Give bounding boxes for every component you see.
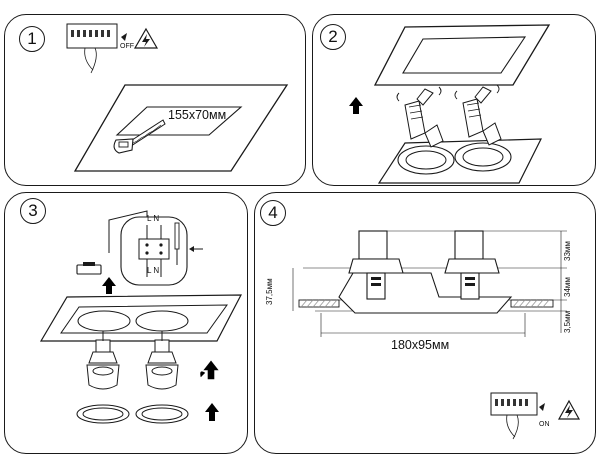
high-voltage-warning-icon (557, 399, 581, 420)
step-4-illustration (292, 230, 581, 440)
height-top-dimension: 33мм (563, 241, 572, 261)
terminal-block-icon (138, 225, 170, 277)
circuit-breaker-icon (66, 23, 127, 74)
terminal-label-bottom: L N (147, 266, 160, 275)
switch-state-label: ON (539, 421, 550, 428)
hand-saw-icon (113, 119, 166, 154)
step-3-illustration (39, 210, 242, 424)
step-1-illustration (66, 23, 289, 172)
height-flange-dimension: 3,5мм (563, 310, 572, 333)
height-body-dimension: 34мм (563, 277, 572, 297)
step-2-panel: 2 (312, 14, 596, 186)
cutout-dimension: 155x70мм (168, 108, 227, 122)
rotate-arrow-icon (200, 360, 219, 380)
circuit-breaker-icon (490, 392, 545, 440)
arrow-up-icon (102, 277, 116, 294)
step-2-illustration (349, 24, 551, 184)
step-1-number: 1 (19, 26, 45, 52)
step-3-panel: 3 (4, 192, 248, 454)
step-4-panel: 4 (254, 192, 596, 454)
step-2-number: 2 (320, 24, 346, 50)
arrow-up-icon (205, 403, 219, 421)
high-voltage-warning-icon (133, 27, 159, 49)
arrow-up-icon (349, 97, 363, 114)
overall-dimension: 180x95мм (391, 338, 450, 352)
step-4-number: 4 (260, 200, 286, 226)
screwdriver-icon (174, 222, 180, 265)
terminal-label-top: L N (147, 214, 160, 223)
height-total-dimension: 37,5мм (265, 278, 274, 305)
switch-state-label: OFF (120, 43, 134, 50)
step-3-number: 3 (20, 198, 46, 224)
step-1-panel: 1 OFF 155x70мм (4, 14, 306, 186)
